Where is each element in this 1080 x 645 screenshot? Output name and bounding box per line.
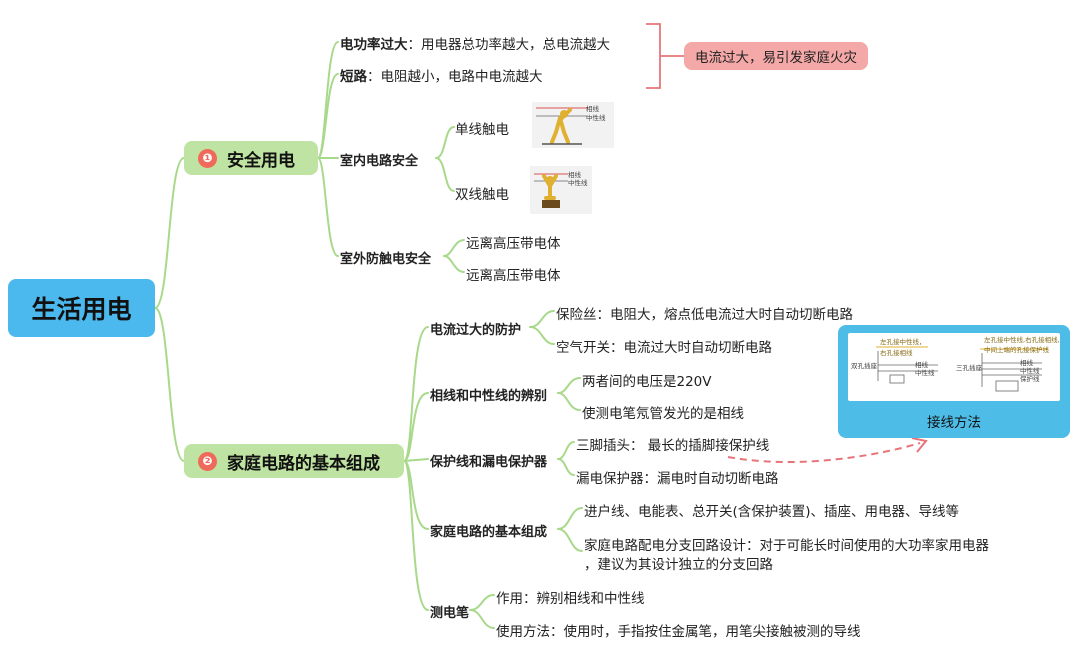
node-tester-glow: 使测电笔氖管发光的是相线	[582, 406, 744, 422]
three-hole-neutral: 中性线	[1020, 367, 1040, 375]
node-voltage: 两者间的电压是220V	[582, 374, 712, 390]
node-short-circuit: 短路：电阻越小，电路中电流越大	[340, 65, 543, 85]
wiring-lines	[876, 346, 1048, 392]
two-hole-name: 双孔插座	[851, 362, 877, 370]
double-contact-illustration	[534, 173, 568, 208]
node-tester-method: 使用方法：使用时，手指按住金属笔，用笔尖接触被测的导线	[496, 624, 861, 640]
three-hole-rule-2: 中间上端的孔接保护线	[984, 346, 1049, 354]
overload-sep: ：	[407, 37, 422, 53]
node-outdoor-item-2: 远离高压带电体	[466, 268, 561, 284]
branch-safe-electricity: ❶ 安全用电	[184, 141, 318, 175]
hazard-note: 电流过大，易引发家庭火灾	[684, 42, 868, 70]
node-fuse: 保险丝：电阻大，熔点低电流过大时自动切断电路	[556, 307, 853, 323]
node-composition-parts: 进户线、电能表、总开关(含保护装置)、插座、用电器、导线等	[584, 504, 960, 520]
node-identify: 相线和中性线的辨别	[430, 389, 548, 404]
wiring-callout-label: 接线方法	[927, 415, 981, 431]
node-double-contact: 双线触电	[455, 187, 509, 203]
short-circuit-desc: 电阻越小，电路中电流越大	[380, 69, 543, 85]
single-fig-neutral-label: 中性线	[586, 114, 606, 122]
branch-home-circuit: ❷ 家庭电路的基本组成	[184, 444, 404, 478]
single-fig-live-label: 相线	[586, 105, 599, 113]
two-hole-rule-2: 右孔接相线	[880, 349, 913, 357]
short-circuit-sep: ：	[367, 69, 381, 85]
root-label: 生活用电	[31, 295, 132, 324]
double-fig-neutral-label: 中性线	[568, 179, 588, 187]
node-single-contact: 单线触电	[455, 122, 509, 138]
three-hole-rule-1: 左孔接中性线,右孔接相线,	[984, 336, 1060, 344]
branch-label: 安全用电	[227, 150, 295, 171]
node-design-line-1: 家庭电路配电分支回路设计：对于可能长时间使用的大功率家用电器	[584, 538, 989, 554]
node-three-pin-plug: 三脚插头： 最长的插脚接保护线	[576, 438, 770, 454]
node-indoor-safety: 室内电路安全	[340, 154, 419, 169]
wiring-callout: 双孔插座 左孔接中性线， 右孔接相线 相线 中性线 三孔插座 左孔接中性线,右孔…	[838, 325, 1070, 438]
three-hole-name: 三孔插座	[956, 364, 982, 372]
short-circuit-title: 短路	[340, 69, 367, 85]
node-tester-pen: 测电笔	[430, 606, 470, 621]
two-hole-neutral: 中性线	[915, 369, 935, 377]
single-contact-figure: 相线 中性线	[532, 102, 614, 148]
double-contact-figure: 相线 中性线	[530, 166, 592, 214]
overload-title: 电功率过大	[340, 37, 408, 53]
node-outdoor-safety: 室外防触电安全	[340, 252, 432, 267]
node-composition: 家庭电路的基本组成	[430, 525, 548, 540]
node-overcurrent: 电流过大的防护	[430, 323, 522, 338]
node-rcd: 漏电保护器：漏电时自动切断电路	[576, 471, 779, 487]
wiring-diagram: 双孔插座 左孔接中性线， 右孔接相线 相线 中性线 三孔插座 左孔接中性线,右孔…	[848, 333, 1060, 401]
root-node: 生活用电	[8, 279, 155, 337]
overload-desc: 用电器总功率越大，总电流越大	[421, 37, 610, 53]
three-hole-live: 相线	[1020, 359, 1033, 367]
three-hole-ground: 保护线	[1020, 375, 1040, 383]
number-badge-2: ❷	[198, 451, 217, 471]
double-fig-live-label: 相线	[568, 171, 581, 179]
node-outdoor-item-1: 远离高压带电体	[466, 236, 561, 252]
two-hole-rule-1: 左孔接中性线，	[880, 338, 926, 346]
node-design-line-2: ，建议为其设计独立的分支回路	[584, 557, 773, 573]
branch-label: 家庭电路的基本组成	[227, 453, 380, 474]
node-protection: 保护线和漏电保护器	[430, 455, 548, 470]
two-hole-live: 相线	[915, 361, 928, 369]
node-tester-use: 作用：辨别相线和中性线	[496, 591, 645, 607]
node-overload: 电功率过大：用电器总功率越大，总电流越大	[340, 33, 610, 53]
node-breaker: 空气开关：电流过大时自动切断电路	[556, 340, 772, 356]
hazard-note-text: 电流过大，易引发家庭火灾	[695, 50, 857, 66]
single-contact-illustration	[536, 107, 588, 145]
number-badge-1: ❶	[198, 148, 217, 168]
